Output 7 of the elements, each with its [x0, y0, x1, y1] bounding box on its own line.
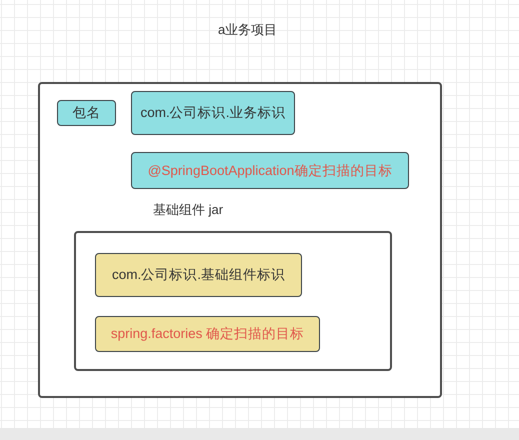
- config-box: spring.factories 确定扫描的目标: [95, 316, 320, 352]
- package-box: com.公司标识.业务标识: [131, 91, 295, 135]
- tag-box: 包名: [57, 100, 116, 126]
- package-box: com.公司标识.基础组件标识: [95, 253, 302, 297]
- annotation-box: @SpringBootApplication确定扫描的目标: [131, 152, 409, 189]
- component-title: 基础组件 jar: [153, 202, 224, 218]
- project-title: a业务项目: [218, 22, 278, 38]
